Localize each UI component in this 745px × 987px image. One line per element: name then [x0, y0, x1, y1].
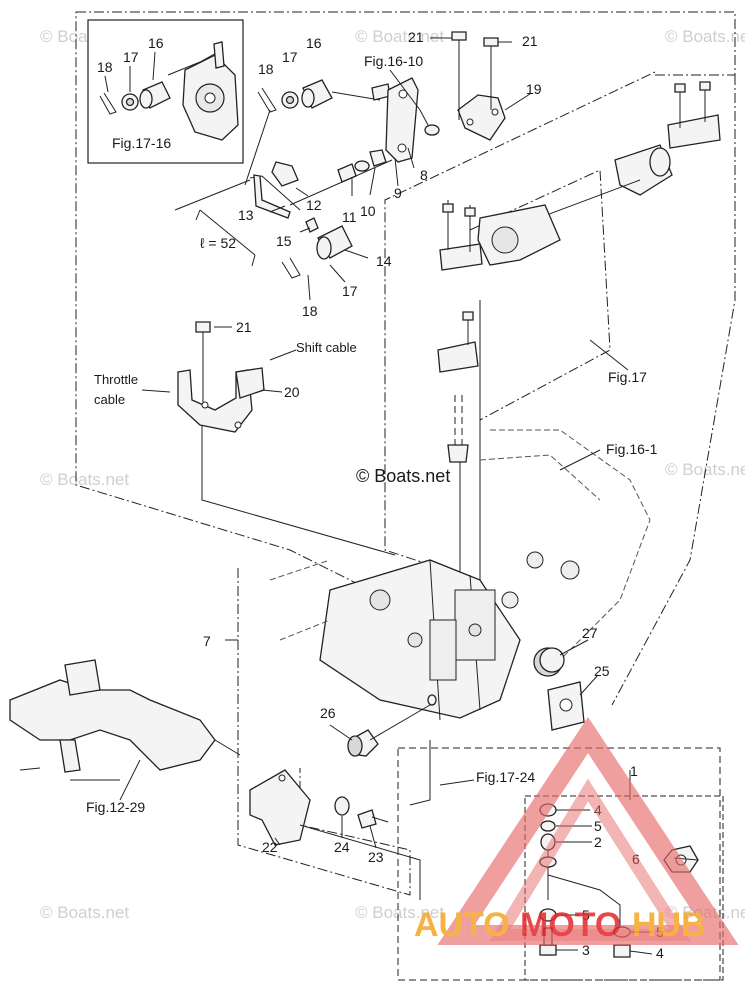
fig-ref-label: Fig.17-16 [112, 135, 171, 151]
part-labels: 21 21 19 18 17 16 Fig.16-10 8 9 10 11 12… [86, 29, 664, 961]
part-label: 18 [258, 61, 274, 77]
part-label: 16 [148, 35, 164, 51]
part-label: 10 [360, 203, 376, 219]
part-label: 14 [376, 253, 392, 269]
tiller-bracket [9, 659, 241, 781]
logo-word-auto: AUTO [414, 906, 510, 944]
watermark: © Boats.net [665, 460, 745, 479]
loose-parts [347, 647, 585, 757]
length-label: ℓ = 52 [200, 235, 236, 251]
part-label: 19 [526, 81, 542, 97]
part-label: 18 [302, 303, 318, 319]
part-label: 8 [420, 167, 428, 183]
part-label: 5 [582, 907, 590, 923]
part-label: 16 [306, 35, 322, 51]
leader-lines [119, 37, 699, 955]
watermark-layer: © Boats.net © Boats.net © Boats.net © Bo… [40, 27, 745, 922]
logo-word-moto: MOTO [520, 906, 621, 944]
part-label: 24 [334, 839, 350, 855]
watermark: © Boats.net [665, 27, 745, 46]
watermark: © Boats.net [40, 903, 129, 922]
part-label: 1 [630, 763, 638, 779]
shift-cable-label: Shift cable [296, 340, 357, 355]
cable-bracket [177, 321, 265, 433]
part-label: 4 [656, 945, 664, 961]
part-label: 20 [284, 384, 300, 400]
part-label: 23 [368, 849, 384, 865]
part-label: 21 [522, 33, 538, 49]
part-label: 12 [306, 197, 322, 213]
lower-bracket [249, 740, 431, 900]
fig17-linkage [437, 81, 721, 700]
throttle-cable-label-line1: Throttle [94, 372, 138, 387]
part-label: 7 [203, 633, 211, 649]
fig-ref-label: Fig.17 [608, 369, 647, 385]
main-bracket-assembly [269, 429, 651, 721]
part-label: 21 [408, 29, 424, 45]
watermark: © Boats.net [40, 470, 129, 489]
part-label: 17 [123, 49, 139, 65]
part-label: 22 [262, 839, 278, 855]
part-label: 15 [276, 233, 292, 249]
inset-fig-17-16: 18 17 16 Fig.17-16 [87, 19, 244, 164]
part-label: 17 [342, 283, 358, 299]
copyright-label: © Boats.net [356, 466, 450, 486]
upper-linkage: ℓ = 52 [174, 31, 506, 279]
watermark: © Boats.net [355, 903, 444, 922]
part-label: 21 [236, 319, 252, 335]
fig-ref-label: Fig.16-1 [606, 441, 658, 457]
fig-ref-label: Fig.17-24 [476, 769, 535, 785]
part-label: 17 [282, 49, 298, 65]
part-label: 18 [97, 59, 113, 75]
logo-word-hub: HUB [632, 906, 706, 944]
assembly-outline [75, 11, 736, 981]
part-label: 13 [238, 207, 254, 223]
part-label: 27 [582, 625, 598, 641]
part-label: 11 [342, 209, 357, 225]
throttle-cable-label-line2: cable [94, 392, 125, 407]
fig-ref-label: Fig.16-10 [364, 53, 423, 69]
part-label: 2 [594, 834, 602, 850]
fig-ref-label: Fig.12-29 [86, 799, 145, 815]
part-label: 5 [594, 818, 602, 834]
part-label: 25 [594, 663, 610, 679]
watermark: © Boats.net [355, 27, 444, 46]
automotohub-logo: AUTO MOTO HUB [414, 716, 739, 945]
part-label: 9 [394, 185, 402, 201]
part-label: 26 [320, 705, 336, 721]
part-label: 3 [582, 942, 590, 958]
